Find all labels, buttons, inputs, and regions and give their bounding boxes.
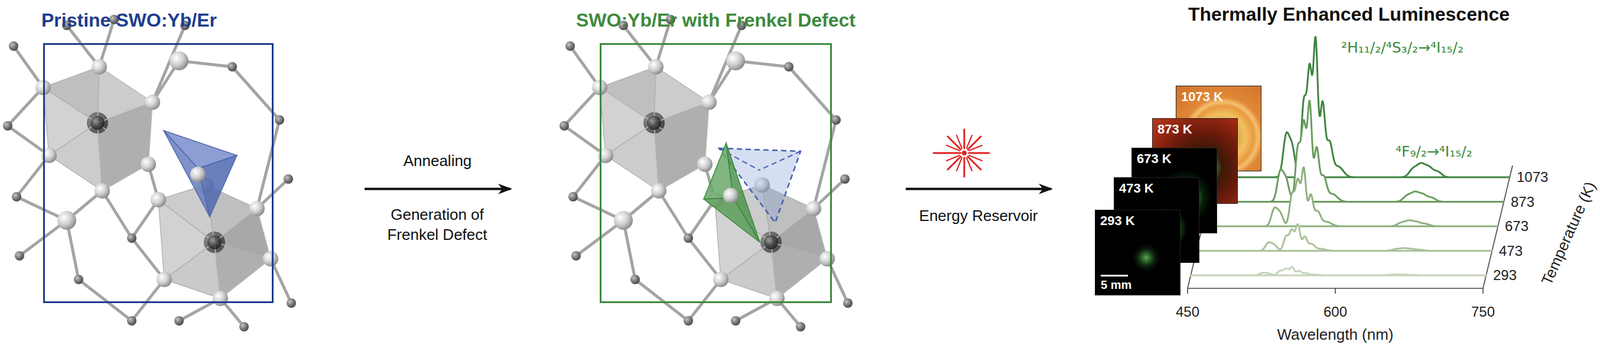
laser-symbol bbox=[947, 156, 961, 170]
temperature-tag: 473 K bbox=[1119, 180, 1154, 197]
photo-inset: 293 K 5 mm bbox=[1094, 209, 1181, 296]
crystal-structure bbox=[559, 14, 853, 332]
wo4-tetrahedron bbox=[197, 155, 237, 217]
laser-symbol bbox=[966, 135, 972, 149]
axis-tick: 873 bbox=[1510, 193, 1535, 211]
temperature-tag: 673 K bbox=[1136, 151, 1172, 167]
scale-bar-text: 5 mm bbox=[1100, 278, 1132, 292]
wo4-tetrahedron bbox=[163, 130, 210, 217]
arrow-label: Annealing bbox=[403, 151, 473, 171]
plot-axes bbox=[1482, 288, 1484, 294]
laser-symbol bbox=[968, 152, 990, 155]
laser-symbol bbox=[947, 136, 961, 150]
axis-tick: 600 bbox=[1323, 303, 1348, 321]
crystal-structure bbox=[2, 14, 297, 332]
axis-tick: 673 bbox=[1504, 218, 1529, 235]
laser-symbol bbox=[963, 129, 966, 149]
axis-tick: 1073 bbox=[1516, 168, 1549, 186]
laser-symbol bbox=[933, 152, 961, 155]
laser-symbol bbox=[963, 157, 966, 177]
frenkel-defect-tetrahedra bbox=[723, 187, 739, 204]
frenkel-defect-tetrahedra bbox=[703, 197, 760, 243]
temperature-tag: 1073 K bbox=[1181, 89, 1224, 105]
panel-title: SWO:Yb/Er with Frenkel Defect bbox=[576, 9, 856, 32]
frenkel-defect-tetrahedra bbox=[703, 142, 801, 243]
laser-symbol bbox=[967, 136, 981, 150]
laser-symbol bbox=[967, 156, 981, 170]
temperature-tag: 873 K bbox=[1157, 121, 1193, 138]
panel-title: Thermally Enhanced Luminescence bbox=[1188, 3, 1510, 26]
panel-box: SWO:Yb/Er with Frenkel Defect bbox=[599, 43, 832, 304]
process-note: Generation of Frenkel Defect bbox=[374, 204, 502, 245]
spectrum-curve bbox=[1202, 167, 1498, 227]
axis-tick: 293 bbox=[1493, 267, 1517, 284]
spectrum-curve bbox=[1196, 223, 1492, 251]
axis-title: Wavelength (nm) bbox=[1277, 325, 1394, 344]
axis-tick: 473 bbox=[1498, 242, 1523, 260]
laser-symbol bbox=[946, 155, 960, 161]
plot-axes bbox=[1187, 288, 1189, 294]
panel-title: Pristine SWO:Yb/Er bbox=[41, 9, 217, 32]
laser-symbol bbox=[933, 129, 990, 177]
temperature-tag: 293 K bbox=[1100, 213, 1136, 229]
process-arrow bbox=[364, 187, 511, 191]
plot-axes bbox=[1334, 288, 1336, 294]
laser-symbol bbox=[956, 135, 962, 149]
axis-tick: 450 bbox=[1175, 303, 1200, 321]
laser-symbol bbox=[961, 150, 967, 156]
laser-symbol bbox=[966, 157, 972, 171]
transition-label: ²H₁₁/₂/⁴S₃/₂→⁴I₁₅/₂ bbox=[1341, 38, 1464, 57]
spectrum-curve bbox=[1190, 267, 1486, 276]
laser-symbol bbox=[968, 155, 982, 161]
arrow-label: Energy Reservoir bbox=[919, 206, 1039, 226]
scale-bar bbox=[1100, 274, 1128, 277]
transition-label: ⁴F₉/₂→⁴I₁₅/₂ bbox=[1395, 142, 1473, 161]
axis-tick: 750 bbox=[1471, 303, 1495, 321]
wo4-tetrahedron bbox=[190, 166, 206, 182]
panel-box: Pristine SWO:Yb/Er bbox=[43, 43, 274, 304]
laser-symbol bbox=[968, 145, 982, 151]
process-arrow bbox=[905, 187, 1052, 191]
laser-symbol bbox=[946, 145, 960, 151]
frenkel-defect-tetrahedra bbox=[759, 151, 801, 171]
axis-title: Temperature (K) bbox=[1537, 179, 1600, 288]
wo4-tetrahedron bbox=[163, 130, 237, 217]
laser-symbol bbox=[956, 157, 962, 171]
